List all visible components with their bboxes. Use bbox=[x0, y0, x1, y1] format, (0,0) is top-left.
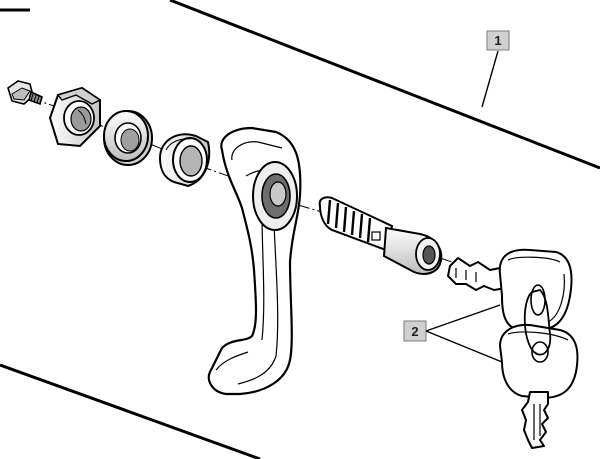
hex-nut bbox=[48, 86, 102, 148]
key-ring bbox=[523, 289, 552, 356]
washer bbox=[103, 110, 153, 166]
bushing bbox=[158, 133, 211, 188]
callout-panel-box bbox=[486, 30, 510, 51]
callout-keys-leader-upper bbox=[425, 304, 501, 332]
callout-keys: 2 bbox=[403, 304, 503, 363]
door-handle bbox=[207, 126, 302, 396]
callout-keys-label: 2 bbox=[411, 324, 418, 339]
key-upper bbox=[447, 248, 573, 333]
lock-cylinder bbox=[318, 196, 443, 275]
callout-panel-label: 1 bbox=[494, 33, 501, 48]
callout-panel: 1 bbox=[481, 30, 510, 108]
bolt bbox=[7, 80, 43, 106]
callout-panel-leader bbox=[481, 50, 499, 108]
key-lower bbox=[499, 324, 579, 449]
callout-keys-leader-lower bbox=[425, 330, 503, 363]
